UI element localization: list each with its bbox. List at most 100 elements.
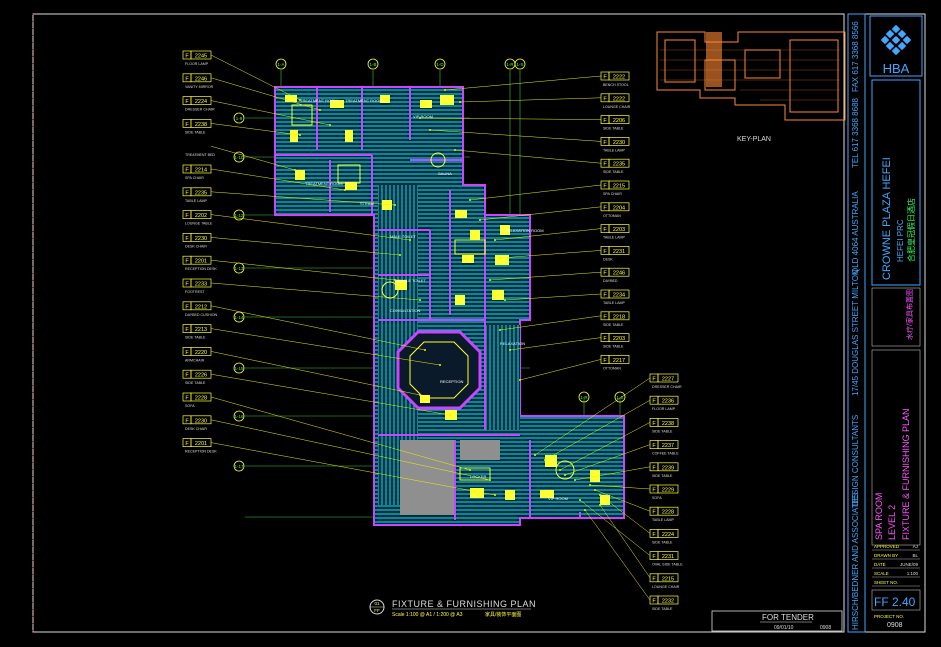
leader-line [494, 228, 602, 241]
tag-code: F [185, 76, 189, 82]
leader-dot [564, 474, 566, 476]
leader-dot [409, 239, 411, 241]
leader-line [210, 305, 426, 351]
grid-bubble: 1-R [504, 58, 516, 70]
tag-num-box [608, 267, 630, 277]
tag-num-box [608, 224, 630, 233]
tag-code: F [603, 336, 607, 342]
leader-dot [519, 379, 521, 381]
address-line-2: QLD 4064 AUSTRALIA [851, 191, 860, 274]
address-line: 17/45 DOUGLAS STREET MILTON [851, 269, 860, 396]
tag-number: 2213 [195, 327, 207, 333]
leader-line [559, 422, 651, 471]
leader-line [489, 271, 602, 281]
tag-description: SIDE TABLE [603, 345, 624, 349]
project-number: 0908 [887, 622, 903, 629]
tag-code: F [652, 510, 656, 516]
leader-dot [419, 299, 421, 301]
tag-num-box [657, 595, 679, 605]
tag-number: 2220 [195, 350, 207, 356]
title-block: HIRSCH/BEDNER AND ASSOCIATES DESIGN CONS… [847, 13, 926, 633]
plan-marker-sheet: FF [374, 608, 380, 613]
grid-bubble: 1-A [275, 58, 287, 70]
hba-logo-icon: HBA [869, 15, 923, 77]
tag-number: 2237 [662, 443, 674, 449]
tag-number: 2228 [195, 396, 207, 402]
leader-dot [584, 509, 586, 511]
tag-num-box [657, 506, 679, 516]
reception-octagon [396, 330, 482, 410]
tag-num-box [608, 158, 630, 168]
grid-bubble: 1-14 [233, 311, 245, 323]
tag-code: F [185, 54, 189, 60]
leader-dot [489, 279, 491, 281]
tag-number: 2222 [613, 75, 625, 81]
tag-code: F [603, 249, 607, 255]
tag-description: BENCH STOOL [603, 83, 629, 87]
tag-number: 2222 [613, 96, 625, 102]
tag-description: SIDE TABLE [185, 336, 206, 340]
tag-code: F [652, 576, 656, 582]
title-row-label: APPROVED [874, 544, 900, 549]
leader-dot [444, 89, 446, 91]
grid-bubble-label: 1-R [580, 395, 588, 400]
tag-number: 2202 [195, 213, 207, 219]
tag-num-box [657, 440, 679, 449]
tag-number: 2224 [662, 532, 674, 538]
tag-description: DRESSER CHAIR [185, 108, 215, 112]
key-plan-highlight [706, 32, 722, 87]
grid-bubble: 1-R [578, 391, 590, 403]
tag-number: 2224 [195, 99, 207, 105]
tag-code: F [185, 213, 189, 219]
tag-number: 2218 [613, 314, 625, 320]
title-row-label: DATE [874, 562, 886, 567]
tag-description: DESK CHAIR [185, 427, 207, 431]
grid-bubble-label: 1-14 [234, 315, 244, 320]
tag-code: F [185, 99, 189, 105]
room-label: SAUNA [438, 171, 452, 176]
leader-line [499, 250, 602, 259]
room-label: CONSULTATION [390, 308, 421, 313]
tag-description: SIDE TABLE [652, 607, 673, 611]
leader-dot [449, 414, 451, 416]
leader-line [210, 259, 396, 281]
tag-description: TABLE LAMP [603, 301, 626, 305]
tag-description: DRESSER CHAIR [652, 385, 682, 389]
project-box [871, 79, 921, 286]
leader-dot [329, 124, 331, 126]
tag-code: F [185, 396, 189, 402]
tag-code: F [185, 350, 189, 356]
sheet-number: FF 2.40 [874, 595, 916, 609]
project-no-label: PROJECT NO. [874, 614, 904, 619]
grid-bubble-circle [434, 58, 446, 70]
grid-bubble: 1-B [367, 58, 379, 70]
leader-dot [499, 257, 501, 259]
tag-number: 2215 [662, 576, 674, 582]
leader-dot [479, 219, 481, 221]
tag-description: TABLE LAMP [603, 236, 626, 240]
leader-line [210, 54, 301, 101]
tag-number: 2232 [662, 599, 674, 605]
tag-num-box [608, 115, 630, 124]
grid-bubble-circle [233, 151, 245, 163]
leader-line [499, 315, 602, 331]
room-label: RELAXATION ROOM [505, 228, 544, 233]
tag-code: F [185, 168, 189, 174]
tag-number: 2245 [195, 54, 207, 60]
tag-number: 2217 [613, 358, 625, 364]
tag-description: FLOOR LAMP [185, 62, 209, 66]
tag-number: 2238 [195, 122, 207, 128]
tag-description: SOFA [185, 404, 195, 408]
leader-line [584, 509, 651, 601]
lobby-area [400, 440, 455, 515]
grid-bubble-label: 1-9 [236, 116, 243, 121]
